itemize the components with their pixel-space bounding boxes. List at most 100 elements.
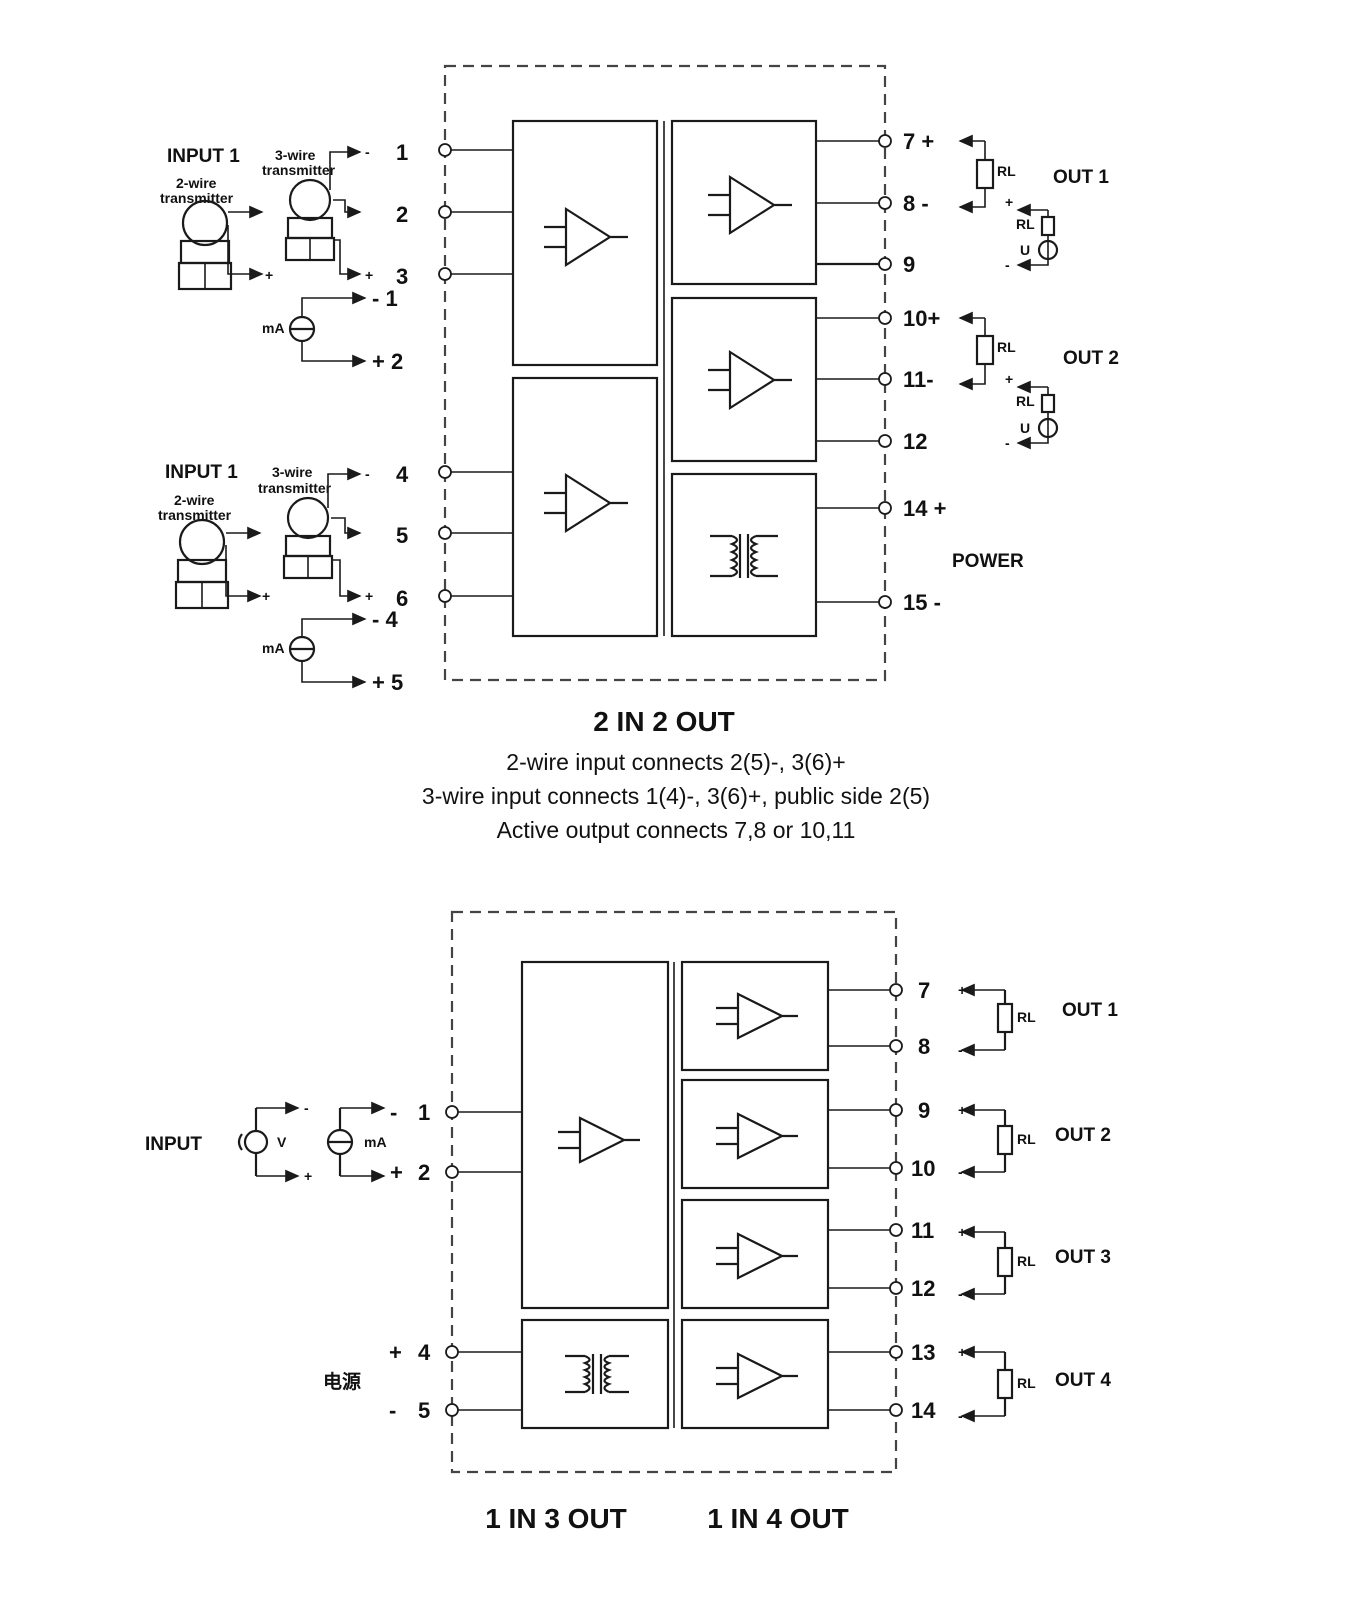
- terminal: [878, 434, 892, 448]
- ma-label: mA: [364, 1134, 387, 1150]
- transmitter-icon: [177, 199, 233, 291]
- terminal-label: 10+: [903, 306, 940, 331]
- terminal-label: 9: [918, 1098, 930, 1123]
- transmitter-group-2: INPUT 1 2-wire transmitter 3-wire transm…: [158, 462, 373, 610]
- input-label: INPUT: [145, 1134, 202, 1155]
- ma-source-2: mA - 4 + 5: [262, 607, 403, 695]
- rl-label: RL: [1016, 393, 1035, 409]
- bottom-output-module-2: [680, 1078, 830, 1190]
- bottom-caption-1in4out: 1 IN 4 OUT: [707, 1503, 849, 1534]
- svg-text:-: -: [958, 1286, 963, 1302]
- three-wire-label: 3-wire: [272, 464, 313, 480]
- out-label: OUT 4: [1055, 1370, 1111, 1391]
- terminal: [889, 1281, 903, 1295]
- top-power-module: [670, 472, 818, 638]
- terminal-label: 7: [918, 978, 930, 1003]
- terminal-label: 1: [396, 140, 408, 165]
- power-label: POWER: [952, 551, 1024, 572]
- amplifier-icon: [708, 349, 792, 411]
- terminal-label: 7 +: [903, 129, 934, 154]
- out-label: OUT 1: [1053, 167, 1109, 188]
- rl-label: RL: [1017, 1253, 1036, 1269]
- svg-text:+: +: [265, 267, 273, 283]
- terminal: [438, 143, 452, 157]
- transmitter-icon: [284, 178, 336, 262]
- u-label: U: [1020, 420, 1030, 436]
- ma-source-1: mA - 1 + 2: [262, 286, 403, 374]
- amplifier-icon: [716, 1232, 798, 1280]
- terminal-label: 15 -: [903, 590, 941, 615]
- svg-text:+: +: [958, 1224, 966, 1240]
- amplifier-icon: [558, 1116, 640, 1164]
- terminal-label: 5: [396, 523, 408, 548]
- amplifier-icon: [544, 472, 628, 534]
- svg-text:-: -: [389, 1398, 396, 1423]
- bottom-out1-load: +- RL OUT 1: [958, 982, 1118, 1058]
- top-out1-load: RL OUT 1 + RL U -: [960, 134, 1109, 273]
- terminal-label: 8 -: [903, 191, 929, 216]
- bottom-out2-load: +- RL OUT 2: [958, 1102, 1111, 1180]
- terminal-label: + 2: [372, 349, 403, 374]
- terminal: [878, 595, 892, 609]
- top-input-module-1: [511, 119, 659, 367]
- terminal-label: 14: [911, 1398, 936, 1423]
- svg-text:-: -: [1005, 435, 1010, 451]
- transformer-icon: [710, 534, 778, 578]
- terminal-label: 2: [396, 202, 408, 227]
- svg-text:-: -: [365, 144, 370, 160]
- svg-text:+: +: [1005, 194, 1013, 210]
- top-enclosure: [443, 64, 887, 682]
- terminal: [889, 1223, 903, 1237]
- terminal-label: 1: [418, 1100, 430, 1125]
- two-wire-label: 2-wire: [176, 175, 217, 191]
- three-wire-label: 3-wire: [275, 147, 316, 163]
- svg-text:+: +: [1005, 371, 1013, 387]
- terminal: [878, 134, 892, 148]
- u-label: U: [1020, 242, 1030, 258]
- terminal: [889, 1103, 903, 1117]
- top-output-module-1: [670, 119, 818, 286]
- top-note: Active output connects 7,8 or 10,11: [497, 817, 856, 843]
- two-wire-label: transmitter: [160, 190, 234, 206]
- terminal-label: 13: [911, 1340, 935, 1365]
- transformer-icon: [565, 1354, 629, 1394]
- terminal-label: 6: [396, 586, 408, 611]
- svg-text:-: -: [365, 466, 370, 482]
- terminal-label: 3: [396, 264, 408, 289]
- bottom-output-terminals: 7 8 9 10 11 12 13 14: [828, 978, 936, 1423]
- terminal-label: 4: [396, 462, 409, 487]
- top-title: 2 IN 2 OUT: [593, 706, 735, 737]
- rl-label: RL: [997, 339, 1016, 355]
- rl-label: RL: [997, 163, 1016, 179]
- out-label: OUT 3: [1055, 1247, 1111, 1268]
- svg-text:+: +: [390, 1160, 403, 1185]
- terminal-label: 14 +: [903, 496, 946, 521]
- terminal: [438, 526, 452, 540]
- svg-text:-: -: [958, 1164, 963, 1180]
- terminal: [445, 1345, 459, 1359]
- terminal: [438, 465, 452, 479]
- bottom-input-sources: INPUT V - + mA: [145, 1100, 387, 1184]
- terminal: [889, 1403, 903, 1417]
- bottom-input-module: [520, 960, 670, 1310]
- terminal: [878, 196, 892, 210]
- terminal: [445, 1403, 459, 1417]
- out-label: OUT 1: [1062, 1000, 1118, 1021]
- bottom-input-terminals: 1 2 4 5 + - - + 电源: [323, 1100, 522, 1423]
- terminal: [438, 589, 452, 603]
- voltage-source-icon: [243, 1129, 269, 1155]
- terminal: [878, 372, 892, 386]
- power-label: 电源: [323, 1370, 361, 1393]
- svg-text:+: +: [389, 1340, 402, 1365]
- svg-text:+: +: [958, 1102, 966, 1118]
- svg-text:-: -: [304, 1100, 309, 1116]
- top-note: 2-wire input connects 2(5)-, 3(6)+: [506, 749, 845, 775]
- amplifier-icon: [716, 1352, 798, 1400]
- bottom-output-module-3: [680, 1198, 830, 1310]
- rl-label: RL: [1017, 1009, 1036, 1025]
- top-out2-load: RL OUT 2 + RL U -: [960, 311, 1119, 451]
- three-wire-label: transmitter: [258, 480, 332, 496]
- terminal: [889, 983, 903, 997]
- bottom-caption-1in3out: 1 IN 3 OUT: [485, 1503, 627, 1534]
